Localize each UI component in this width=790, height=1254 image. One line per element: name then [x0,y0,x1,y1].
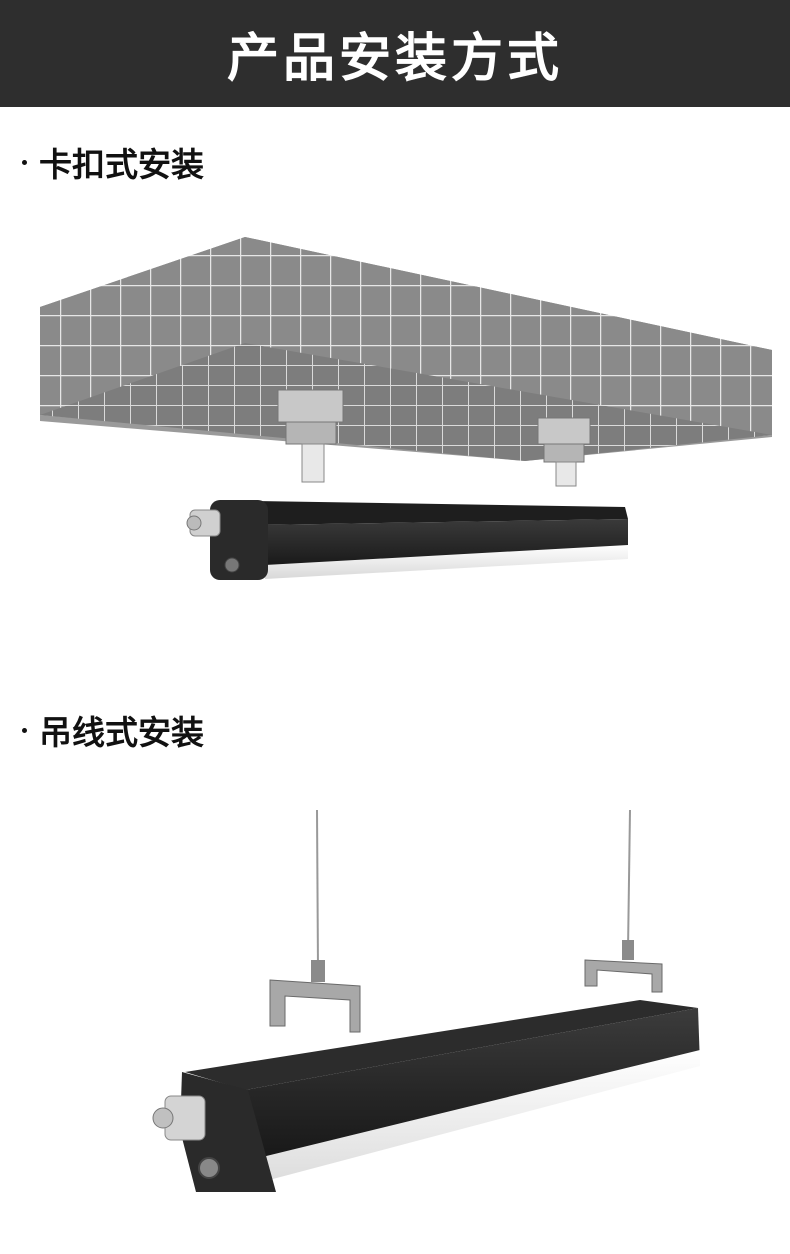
suspension-bracket-left [269,960,361,1033]
ceiling-block [40,237,772,461]
bullet-dot [22,727,27,733]
mounting-clip-left [277,389,344,483]
suspension-bracket-right [584,940,663,993]
page-title: 产品安装方式 [226,29,563,89]
suspension-wire-right [627,809,631,951]
bullet-dot [22,159,27,165]
header-banner: 产品安装方式 [0,0,790,107]
wire-mount-illustration [152,809,700,1192]
section-heading-clip: 卡扣式安装 [22,138,204,186]
clip-mount-illustration [40,237,772,580]
section-label-clip: 卡扣式安装 [39,145,204,184]
suspension-wire-left [316,809,319,971]
section-heading-wire: 吊线式安装 [22,706,204,754]
mounting-clip-right [537,417,591,487]
tri-proof-light-fixture [152,1000,700,1192]
section-label-wire: 吊线式安装 [39,713,204,752]
tri-proof-light-fixture [186,500,628,580]
